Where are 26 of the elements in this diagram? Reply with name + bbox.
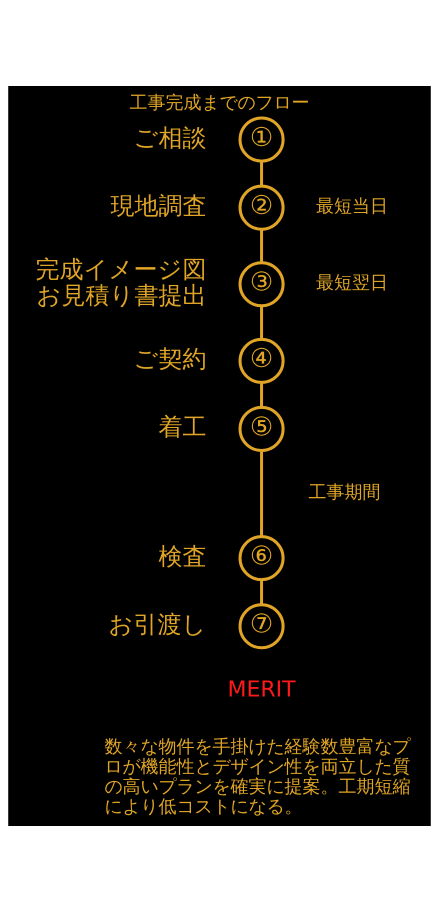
- node-label: 着工: [158, 413, 206, 442]
- node-circle: ⑤: [238, 406, 285, 452]
- diagram-title: 工事完成までのフロー: [130, 92, 310, 114]
- node-label: 検査: [158, 542, 206, 570]
- node-label: 最短翌日: [316, 272, 388, 294]
- node-label: 現地調査: [110, 192, 206, 220]
- node-label: お引渡し: [108, 610, 206, 638]
- node-circle: ⑥: [238, 535, 285, 582]
- connector: [260, 450, 264, 536]
- label: 数々な物件を手掛けた経験数豊富なプロが機能性とデザイン性を両立した質の高いプランを確実に提案。工期短縮により低コストになる。: [104, 736, 410, 818]
- node-circle: ③: [238, 261, 285, 308]
- node-label: ご契約: [133, 345, 206, 374]
- node-circle: ④: [238, 338, 285, 384]
- node-label: ご相談: [133, 124, 206, 152]
- connector: [260, 382, 264, 408]
- label: MERIT: [227, 677, 296, 702]
- node-label: 最短当日: [316, 196, 388, 218]
- node-label: 完成イメージ図お見積り書提出: [35, 255, 206, 310]
- node-circle: ①: [238, 116, 285, 163]
- connector: [260, 580, 264, 604]
- node-circle: ⑦: [238, 603, 285, 650]
- label: 工事期間: [308, 482, 381, 503]
- node-circle: ②: [238, 184, 285, 231]
- connector: [260, 161, 264, 186]
- connector: [260, 306, 264, 340]
- connector: [260, 229, 264, 263]
